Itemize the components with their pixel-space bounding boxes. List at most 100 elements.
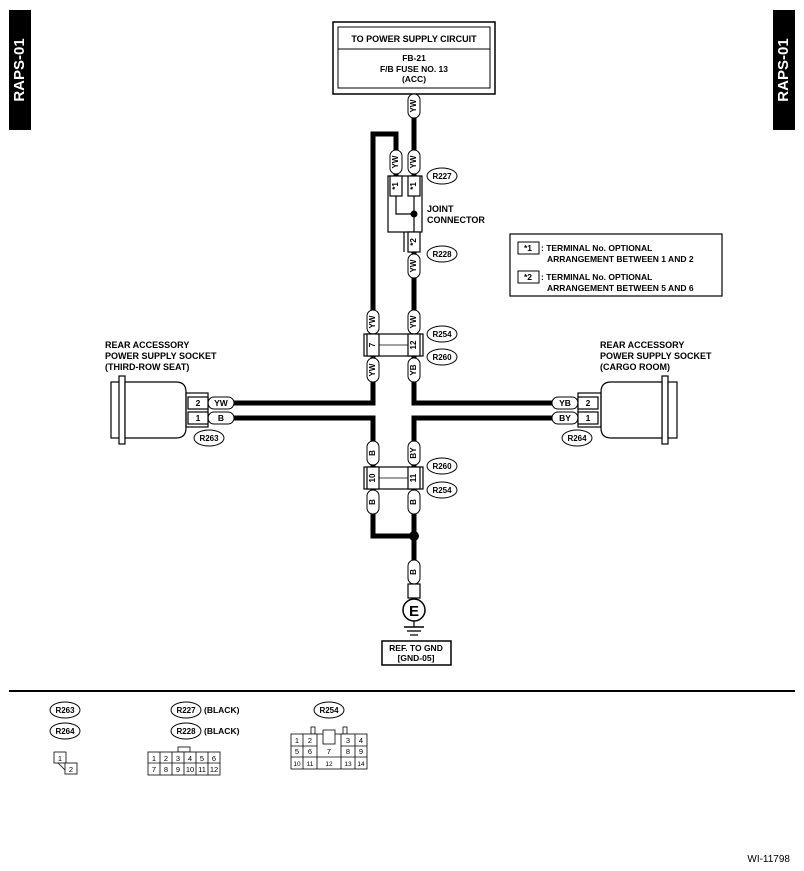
wire-label-yw-left-bottom: YW	[366, 357, 380, 383]
tag-r227: R227	[426, 167, 458, 185]
svg-text:(BLACK): (BLACK)	[204, 726, 240, 736]
inline-connector-lower: 10 11	[363, 466, 424, 490]
svg-text:REAR ACCESSORY: REAR ACCESSORY	[105, 340, 189, 350]
svg-text:1: 1	[295, 736, 299, 745]
wire-label-yw-left-top: YW	[366, 309, 380, 335]
tag-r254-top: R254	[426, 325, 458, 343]
note2-mark: *2	[524, 272, 532, 282]
wire-label-yw-right-top: YW	[407, 309, 421, 335]
terminal-11: 11	[409, 473, 418, 482]
svg-text:3: 3	[176, 754, 180, 763]
wire-label-b-right-bottom: B	[407, 489, 421, 515]
power-box-title: TO POWER SUPPLY CIRCUIT	[351, 34, 477, 44]
socket-third-row: REAR ACCESSORY POWER SUPPLY SOCKET (THIR…	[105, 340, 217, 445]
svg-text:YW: YW	[409, 155, 418, 168]
power-box-line2: F/B FUSE NO. 13	[380, 64, 448, 74]
svg-text:RAPS-01: RAPS-01	[11, 38, 28, 101]
svg-text:YW: YW	[368, 363, 377, 376]
svg-text:4: 4	[359, 736, 363, 745]
svg-text:2: 2	[164, 754, 168, 763]
wire-label-yw-r228: YW	[407, 253, 421, 279]
wire-label-yw-top: YW	[407, 93, 421, 119]
svg-text:4: 4	[188, 754, 192, 763]
svg-text:B: B	[409, 499, 418, 505]
wire-label-b-ground: B	[407, 559, 421, 585]
svg-text:8: 8	[164, 765, 168, 774]
svg-text:13: 13	[344, 761, 352, 768]
svg-text:1: 1	[152, 754, 156, 763]
wire-label-b-left-bottom: B	[366, 489, 380, 515]
svg-text:YW: YW	[214, 398, 229, 408]
tag-r260-top: R260	[426, 348, 458, 366]
power-supply-box: TO POWER SUPPLY CIRCUIT FB-21 F/B FUSE N…	[332, 21, 496, 95]
wire-label-b-left-socket: B	[207, 411, 235, 425]
svg-text:B: B	[218, 413, 224, 423]
note2-line2: ARRANGEMENT BETWEEN 5 AND 6	[547, 283, 694, 293]
svg-text:2: 2	[586, 398, 591, 408]
note1-mark: *1	[524, 243, 532, 253]
svg-text:7: 7	[152, 765, 156, 774]
connector-tags: R227 R228 R254 R260 R260 R254 R263 R264	[193, 167, 593, 499]
svg-text:8: 8	[346, 747, 350, 756]
svg-text:B: B	[409, 569, 418, 575]
wire-label-yw-jc-left: YW	[389, 149, 403, 175]
wire-label-by-right-socket: BY	[551, 411, 579, 425]
svg-text:12: 12	[210, 765, 218, 774]
svg-text:2: 2	[69, 765, 73, 774]
svg-text:BY: BY	[559, 413, 571, 423]
terminal-star2: *2	[409, 238, 418, 246]
tag-r228: R228	[426, 245, 458, 263]
joint-connector: *1 *1 *2 JOINT CONNECTOR	[387, 175, 485, 253]
terminal-12: 12	[409, 340, 418, 349]
svg-text:R263: R263	[55, 706, 75, 715]
socket-cargo-room: REAR ACCESSORY POWER SUPPLY SOCKET (CARG…	[577, 340, 712, 445]
svg-text:YW: YW	[368, 315, 377, 328]
svg-text:11: 11	[307, 761, 314, 768]
wire-labels: YW YW YW YW YW YW YW YB B BY B B B YW B …	[207, 93, 579, 585]
tag-r254-bottom: R254	[426, 481, 458, 499]
wire-label-by-right-top: BY	[407, 440, 421, 466]
svg-text:10: 10	[186, 765, 194, 774]
svg-text:YW: YW	[409, 99, 418, 112]
svg-text:R227: R227	[176, 706, 196, 715]
note1-line2: ARRANGEMENT BETWEEN 1 AND 2	[547, 254, 694, 264]
page-tag-right: RAPS-01	[773, 10, 795, 130]
svg-text:12: 12	[325, 761, 333, 768]
svg-text:YB: YB	[559, 398, 571, 408]
legend-r263-r264: R263 R264 1 2	[49, 701, 81, 775]
tag-r260-bottom: R260	[426, 457, 458, 475]
svg-text:R254: R254	[319, 706, 339, 715]
svg-text:R260: R260	[432, 353, 452, 362]
svg-text:1: 1	[58, 754, 62, 763]
legend-r254: R254 1 2 3 4 5 6 7 8 9 10 11 12 13 14	[290, 701, 368, 770]
legend-r227-r228: R227 (BLACK) R228 (BLACK) 1 2 3 4 5 6 7 …	[147, 701, 240, 776]
splice-point	[409, 531, 419, 541]
svg-text:7: 7	[327, 747, 331, 756]
svg-text:YW: YW	[409, 315, 418, 328]
svg-text:6: 6	[308, 747, 312, 756]
inline-connector-upper: 7 12	[363, 333, 424, 357]
svg-text:R263: R263	[199, 434, 219, 443]
power-box-line1: FB-21	[402, 53, 426, 63]
svg-text:R228: R228	[176, 727, 196, 736]
ground-e: E	[409, 603, 419, 620]
svg-text:R254: R254	[432, 330, 452, 339]
tag-r264: R264	[561, 429, 593, 447]
tag-r263: R263	[193, 429, 225, 447]
svg-text:B: B	[368, 450, 377, 456]
svg-text:6: 6	[212, 754, 216, 763]
ground-id: [GND-05]	[398, 653, 435, 663]
svg-text:YB: YB	[409, 364, 418, 375]
svg-text:B: B	[368, 499, 377, 505]
svg-text:5: 5	[295, 747, 299, 756]
joint-connector-label-1: JOINT	[427, 204, 454, 214]
svg-text:RAPS-01: RAPS-01	[775, 38, 792, 101]
figure-id: WI-11798	[747, 854, 790, 865]
power-box-line3: (ACC)	[402, 74, 426, 84]
page-tag-left: RAPS-01	[9, 10, 31, 130]
terminal-star1-right: *1	[409, 182, 418, 190]
svg-text:R228: R228	[432, 250, 452, 259]
svg-text:POWER SUPPLY SOCKET: POWER SUPPLY SOCKET	[105, 351, 217, 361]
joint-connector-label-2: CONNECTOR	[427, 215, 485, 225]
